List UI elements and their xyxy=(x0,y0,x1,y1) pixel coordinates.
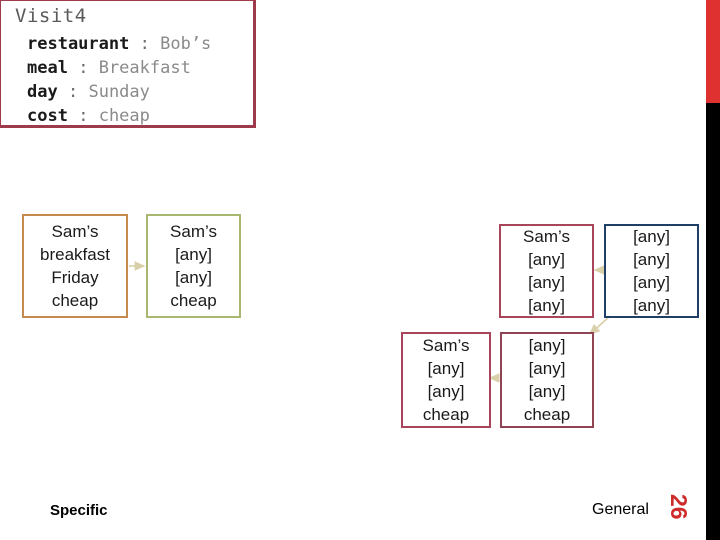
attribute-value: cheap xyxy=(98,106,150,126)
hypothesis-line: [any] xyxy=(528,359,566,378)
hypothesis-line: [any] xyxy=(427,382,465,401)
hypothesis-box-general-any: [any] [any] [any] [any] xyxy=(604,224,699,318)
hypothesis-line: [any] xyxy=(633,250,670,269)
hypothesis-box-general-sams: Sam’s [any] [any] [any] xyxy=(499,224,594,318)
example-title: Visit4 xyxy=(15,5,87,27)
hypothesis-line: [any] xyxy=(528,336,566,355)
attribute-value: Breakfast xyxy=(98,58,191,78)
attribute-key: restaurant xyxy=(27,34,130,54)
hypothesis-box-general-any-cheap: [any] [any] [any] cheap xyxy=(500,332,594,428)
hypothesis-line: Sam’s xyxy=(523,227,570,246)
attribute-row: cost : cheap xyxy=(27,104,211,128)
axis-label-specific: Specific xyxy=(50,502,108,519)
hypothesis-line: cheap xyxy=(523,405,571,424)
hypothesis-line: [any] xyxy=(528,296,565,315)
attribute-row: meal : Breakfast xyxy=(27,56,211,80)
hypothesis-line: [any] xyxy=(175,245,212,264)
attribute-key: day xyxy=(27,82,58,102)
hypothesis-line: cheap xyxy=(422,405,470,424)
hypothesis-line: [any] xyxy=(175,268,212,287)
hypothesis-line: [any] xyxy=(633,273,670,292)
axis-label-general: General xyxy=(592,501,649,518)
attribute-value: Bob’s xyxy=(160,34,212,54)
right-edge-black-bar xyxy=(706,103,720,540)
hypothesis-line: [any] xyxy=(528,250,565,269)
hypothesis-line: [any] xyxy=(528,273,565,292)
hypothesis-line: [any] xyxy=(528,382,566,401)
hypothesis-line: Friday xyxy=(51,268,99,287)
attribute-separator: : xyxy=(139,34,150,54)
hypothesis-line: Sam’s xyxy=(170,222,217,241)
hypothesis-box-general-sams-cheap: Sam’s [any] [any] cheap xyxy=(401,332,491,428)
page-number: 26 xyxy=(666,494,692,520)
example-attribute-list: restaurant : Bob’s meal : Breakfast day … xyxy=(27,32,211,128)
attribute-separator: : xyxy=(78,58,89,78)
attribute-key: cost xyxy=(27,106,68,126)
hypothesis-line: cheap xyxy=(170,291,217,310)
training-example-box: Visit4 restaurant : Bob’s meal : Breakfa… xyxy=(0,0,256,128)
hypothesis-line: [any] xyxy=(633,227,670,246)
attribute-separator: : xyxy=(78,106,89,126)
hypothesis-box-specific-left: Sam’s breakfast Friday cheap xyxy=(22,214,128,318)
attribute-separator: : xyxy=(67,82,79,102)
right-edge-red-bar xyxy=(706,0,720,103)
hypothesis-line: Sam’s xyxy=(422,336,470,355)
attribute-row: restaurant : Bob’s xyxy=(27,32,211,56)
hypothesis-line: [any] xyxy=(633,296,670,315)
attribute-key: meal xyxy=(27,58,68,78)
attribute-value: Sunday xyxy=(88,82,150,102)
hypothesis-box-specific-right: Sam’s [any] [any] cheap xyxy=(146,214,241,318)
attribute-row: day : Sunday xyxy=(27,80,211,104)
hypothesis-line: breakfast xyxy=(40,245,110,264)
hypothesis-line: [any] xyxy=(427,359,465,378)
hypothesis-line: cheap xyxy=(51,291,99,310)
hypothesis-line: Sam’s xyxy=(51,222,99,241)
